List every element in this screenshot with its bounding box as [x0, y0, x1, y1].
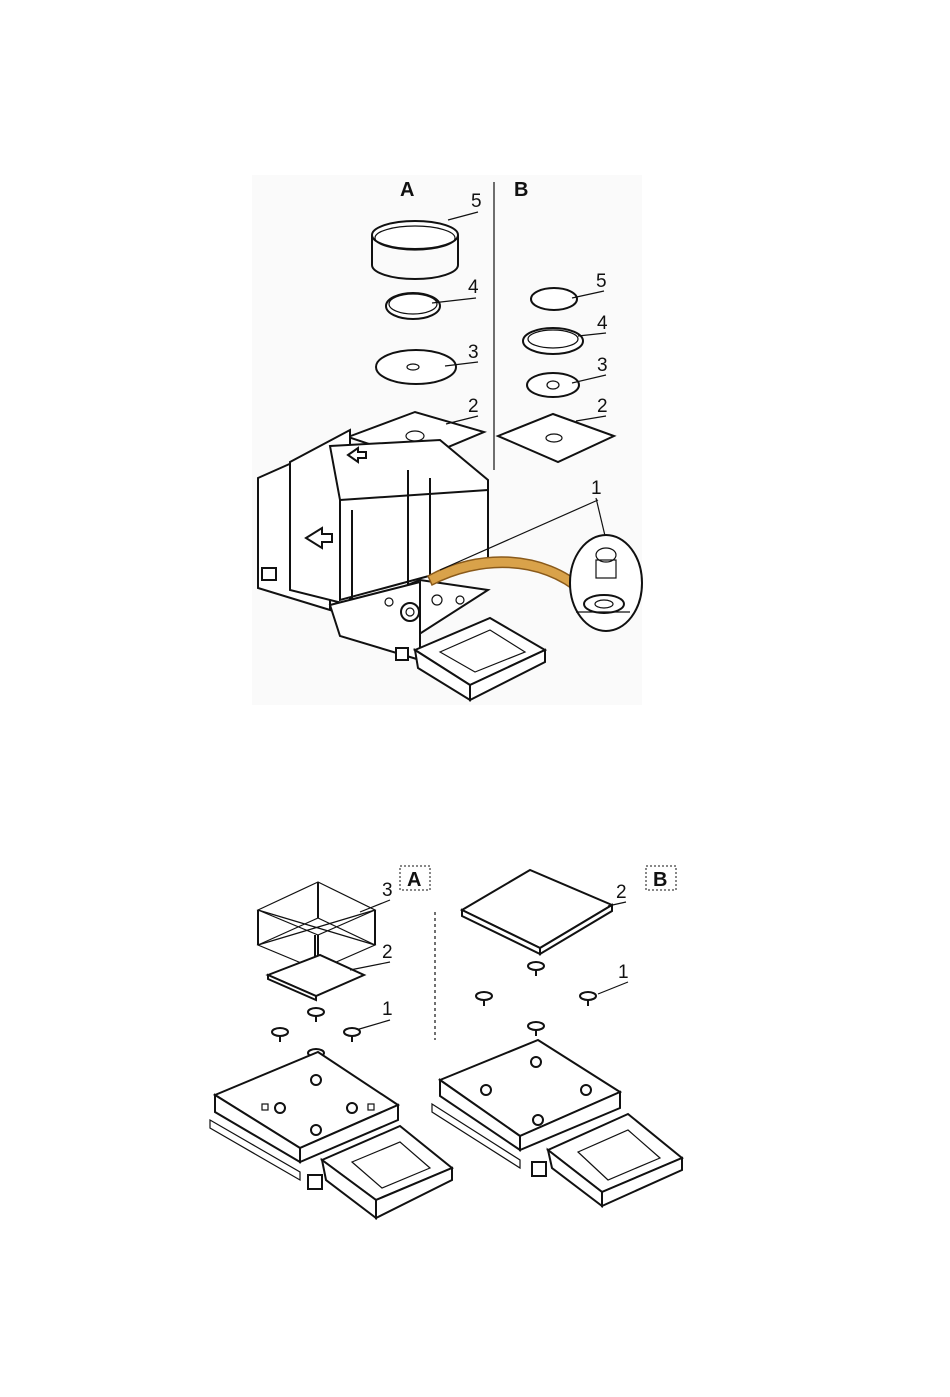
fig2-b-labels: 2 1 — [598, 882, 629, 994]
fig1-a-part-3-shield-disc — [376, 350, 456, 384]
fig2-section-a-label: A — [407, 869, 421, 891]
fig1-b-part-4-ring — [523, 328, 583, 354]
fig1-b-part-3-disc — [527, 373, 579, 397]
figure-1-analytical-balance: A B 5 4 3 — [252, 175, 642, 705]
fig1-section-a-label: A — [400, 179, 414, 201]
fig1-a-label-5: 5 — [471, 191, 482, 212]
fig1-a-label-3: 3 — [468, 342, 479, 363]
fig1-a-label-4: 4 — [468, 277, 479, 298]
fig1-b-label-3: 3 — [597, 355, 608, 376]
fig2-a-part-2-pan — [268, 955, 364, 1000]
fig1-a-label-2: 2 — [468, 396, 479, 417]
fig2-b-label-1: 1 — [618, 962, 629, 983]
fig1-b-label-5: 5 — [596, 271, 607, 292]
fig1-b-label-4: 4 — [597, 313, 608, 334]
fig2-b-label-2: 2 — [616, 882, 627, 903]
fig1-section-b-label: B — [514, 179, 528, 201]
fig2-a-label-1: 1 — [382, 999, 393, 1020]
fig1-b-part-5-disc — [531, 288, 577, 310]
fig2-b-supports — [476, 962, 596, 1036]
fig2-b-part-2-pan — [462, 870, 612, 954]
fig2-a-labels: 3 2 1 — [350, 880, 393, 1030]
fig2-section-b-label: B — [653, 869, 667, 891]
fig1-detail-label-1: 1 — [591, 478, 602, 499]
fig2-section-a-box: A — [400, 866, 430, 891]
fig2-section-b-box: B — [646, 866, 676, 891]
fig2-a-label-3: 3 — [382, 880, 393, 901]
figure-2-precision-balances: A B 3 2 1 — [210, 866, 682, 1218]
fig2-a-label-2: 2 — [382, 942, 393, 963]
fig1-a-part-4-disc — [386, 293, 440, 319]
fig1-b-label-2: 2 — [597, 396, 608, 417]
